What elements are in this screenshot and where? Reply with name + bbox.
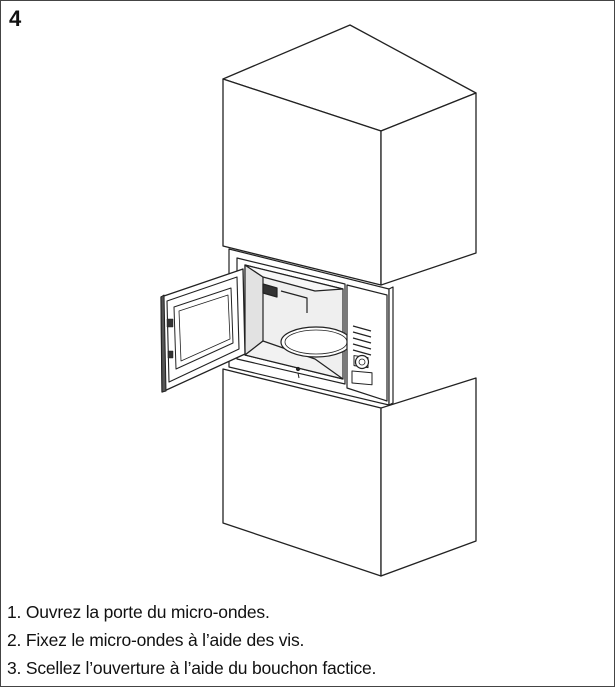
instruction-step-3: 3. Scellez l’ouverture à l’aide du bouch… — [7, 658, 377, 678]
step-number: 4 — [9, 6, 22, 31]
instruction-list: 1. Ouvrez la porte du micro-ondes. 2. Fi… — [7, 598, 376, 682]
upper-cabinet-side — [380, 92, 477, 286]
instruction-step-1: 1. Ouvrez la porte du micro-ondes. — [7, 602, 270, 622]
instruction-step-2: 2. Fixez le micro-ondes à l’aide des vis… — [7, 630, 305, 650]
door-release-button — [351, 370, 373, 386]
turntable — [280, 326, 352, 358]
lower-cabinet-side — [380, 377, 477, 577]
lower-cabinet-front — [222, 368, 382, 577]
microwave-door — [160, 268, 246, 393]
microwave-installation-illustration — [160, 24, 477, 577]
